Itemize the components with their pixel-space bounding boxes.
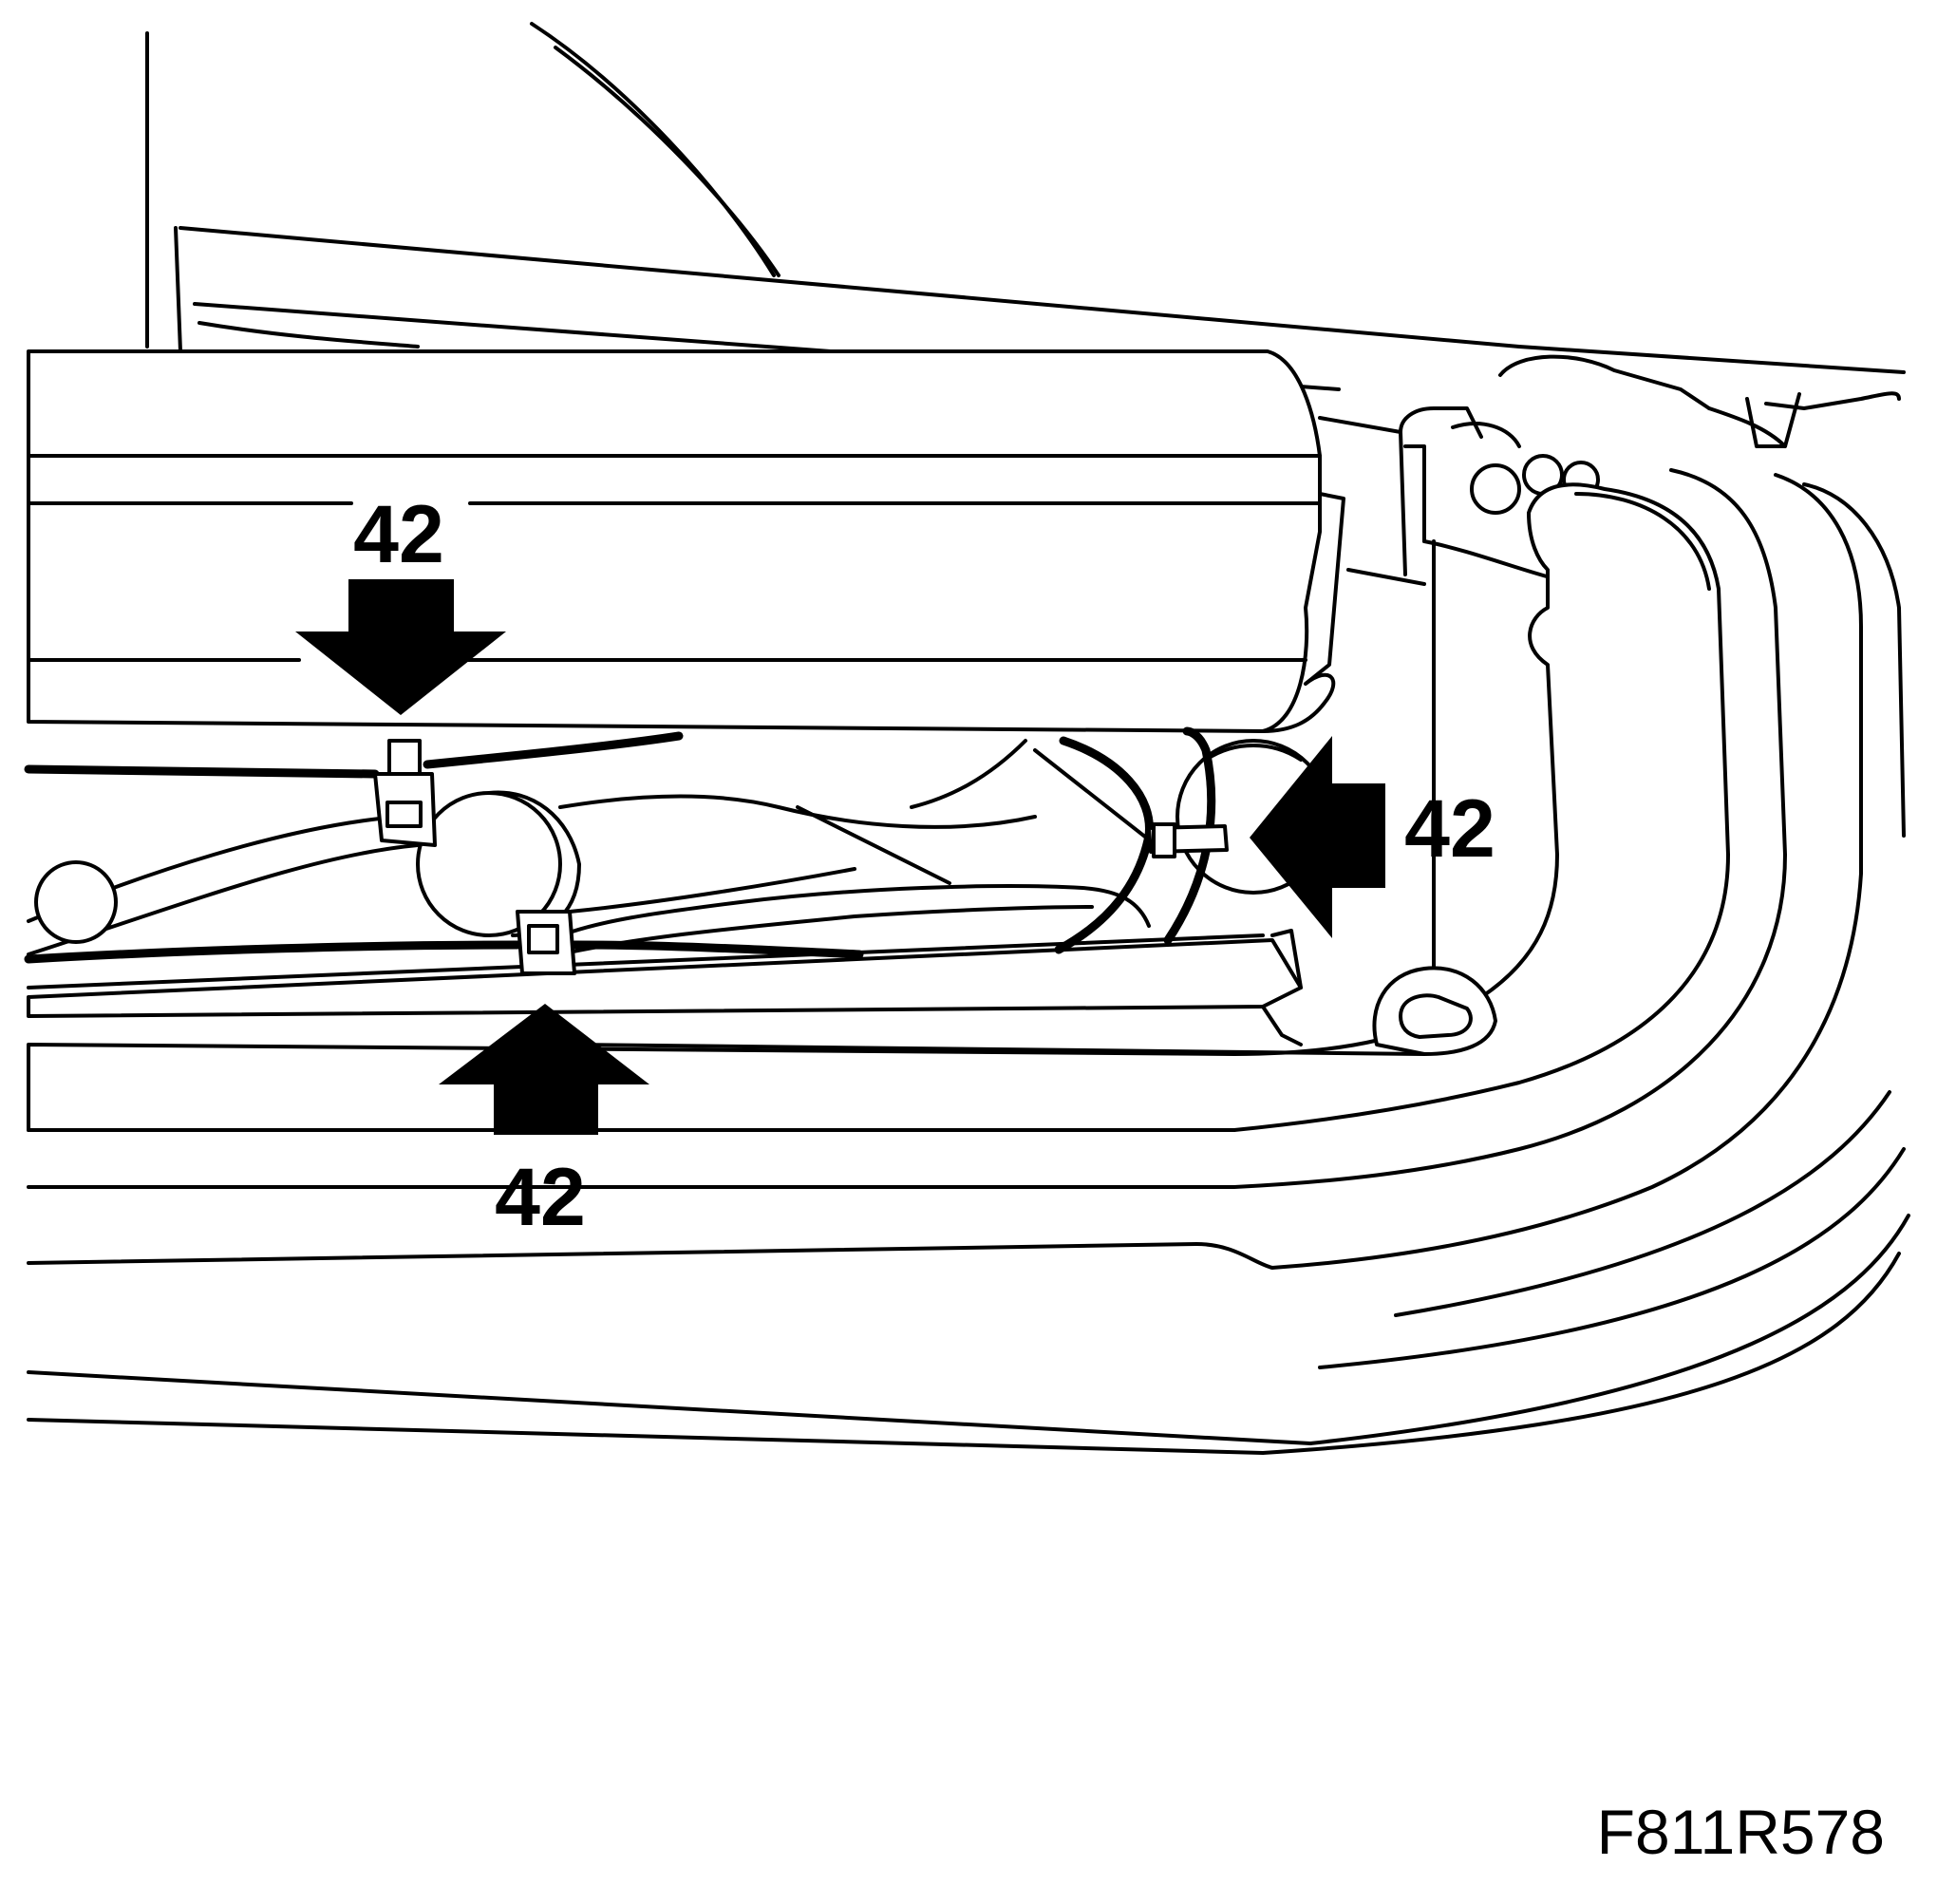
slotted-tab: [1372, 966, 1497, 1056]
arrow-up-icon: [439, 1004, 649, 1135]
figure-id: F811R578: [1597, 1797, 1885, 1867]
callout-top: 42: [295, 489, 506, 715]
cable-tie-lower: [516, 910, 576, 975]
callout-bottom-label: 42: [495, 1152, 586, 1243]
cable-tie-right: [1147, 822, 1229, 858]
callout-bottom: 42: [439, 1004, 649, 1243]
callout-right: 42: [1250, 736, 1495, 938]
curved-rails: [27, 468, 1910, 1455]
cable-tie-upper: [373, 739, 437, 847]
callout-top-label: 42: [353, 489, 444, 580]
callout-right-label: 42: [1404, 783, 1495, 875]
arrow-left-icon: [1250, 736, 1385, 938]
cables: [24, 726, 1216, 964]
upper-cover-panel: [27, 349, 1345, 733]
lower-frame: [27, 929, 1426, 1132]
arrow-down-icon: [295, 579, 506, 715]
